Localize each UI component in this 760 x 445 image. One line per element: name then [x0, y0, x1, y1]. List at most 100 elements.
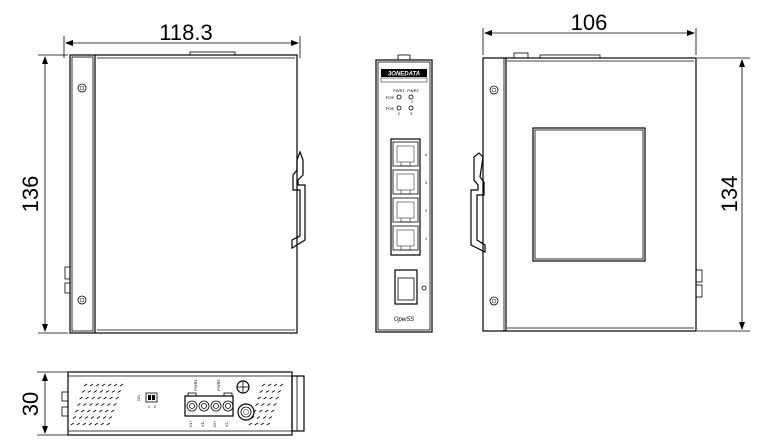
vent-slot — [78, 416, 83, 419]
port-label-2: 2 — [425, 208, 428, 213]
led-indicator — [408, 105, 414, 111]
port-label-3: 3 — [425, 180, 428, 185]
screw-icon — [489, 85, 499, 95]
vent-slot — [271, 390, 276, 393]
terminal-label-v2p: V2+ — [212, 420, 217, 428]
vent-slot — [266, 422, 271, 426]
led-label-pwr2: PWR2 — [407, 88, 419, 93]
vent-slot — [248, 422, 253, 426]
vent-slot — [87, 390, 92, 393]
vent-slot — [257, 396, 261, 400]
side-view: 118.3 136 — [18, 20, 306, 334]
bottom-view: 30 ON 1 2 PWR1 PWR2 V1+ V — [18, 371, 305, 436]
vent-slot — [93, 390, 98, 393]
rear-width-label: 106 — [571, 10, 608, 35]
vent-slot — [269, 396, 273, 400]
vent-slot — [107, 383, 112, 387]
ground-stud-icon — [237, 403, 255, 421]
vent-slot — [95, 403, 99, 406]
vent-slot — [258, 409, 263, 413]
vent-slot — [89, 383, 94, 387]
vent-slot — [77, 403, 81, 406]
vent-slot — [111, 390, 116, 393]
vent-slot — [83, 383, 88, 387]
vent-slot — [261, 403, 265, 406]
vent-slot — [80, 409, 85, 413]
vent-slot — [262, 416, 267, 419]
vent-slot — [107, 403, 111, 406]
vent-slot — [106, 422, 111, 426]
vent-slot — [100, 422, 105, 426]
side-height-label: 136 — [18, 176, 43, 213]
vent-slot — [92, 409, 97, 413]
vent-slot — [108, 416, 113, 419]
vent-slot — [256, 416, 261, 419]
vent-slot — [267, 383, 272, 387]
vent-slot — [109, 396, 113, 400]
vent-slot — [113, 403, 117, 406]
din-rail-clip — [470, 152, 486, 253]
vent-slot — [72, 416, 77, 419]
rear-view: 106 134 — [470, 10, 750, 332]
bottom-depth-label: 30 — [18, 392, 43, 416]
vent-slot — [96, 416, 101, 419]
vent-slot — [259, 390, 264, 393]
vent-slot — [260, 422, 265, 426]
terminal-label-v1p: V1+ — [188, 420, 193, 428]
label-window — [532, 127, 646, 262]
terminal-label-pwr2: PWR2 — [216, 378, 221, 390]
vent-slot — [115, 396, 119, 400]
vent-slot — [94, 422, 99, 426]
vent-slot — [101, 383, 106, 387]
vent-slot — [119, 383, 124, 387]
vent-slot — [85, 396, 89, 400]
vent-slot — [98, 409, 103, 413]
front-view: 3ONEDATA PWR1 PWR2 POE 1 POE 2 3 1 2 3 — [375, 54, 433, 333]
led-indicator — [396, 94, 402, 100]
vent-slot — [90, 416, 95, 419]
vent-slot — [268, 416, 273, 419]
vent-slot — [270, 409, 275, 413]
vent-slot — [84, 416, 89, 419]
vent-slot — [277, 390, 282, 393]
vent-slot — [79, 396, 83, 400]
port-label-1: 1 — [425, 236, 428, 241]
screw-icon — [77, 295, 87, 305]
vent-slot — [88, 422, 93, 426]
dip-label-2: 2 — [154, 404, 157, 409]
vent-slot — [74, 409, 79, 413]
vent-slot — [273, 403, 277, 406]
vent-slot — [89, 403, 93, 406]
vent-slot — [91, 396, 95, 400]
vent-slot — [83, 403, 87, 406]
sfp-port — [394, 269, 418, 305]
vent-slot — [70, 422, 75, 426]
rear-height-label: 134 — [717, 176, 742, 213]
vent-slot — [261, 383, 266, 387]
vent-slot — [86, 409, 91, 413]
vent-slot — [104, 409, 109, 413]
vent-slot — [117, 390, 122, 393]
led-label-1: 1 — [411, 99, 414, 104]
vent-slot — [265, 390, 270, 393]
screw-icon — [489, 296, 499, 306]
din-rail-clip-end — [291, 375, 305, 432]
side-width-label: 118.3 — [159, 20, 212, 45]
vent-slot — [254, 422, 259, 426]
led-label-2: 2 — [398, 111, 401, 116]
vent-slot — [103, 396, 107, 400]
vent-slot — [267, 403, 271, 406]
vent-slot — [82, 422, 87, 426]
side-body — [69, 54, 298, 334]
vent-slot — [255, 403, 259, 406]
rear-body — [482, 57, 697, 332]
vent-slot — [110, 409, 115, 413]
vent-slot — [275, 396, 279, 400]
vent-slot — [279, 383, 284, 387]
vent-slot — [99, 390, 104, 393]
terminal-label-v1n: V1- — [200, 420, 205, 427]
vent-slot — [263, 396, 267, 400]
dip-label-on: ON — [136, 395, 141, 401]
vent-slot — [264, 409, 269, 413]
led-label-3: 3 — [410, 111, 413, 116]
